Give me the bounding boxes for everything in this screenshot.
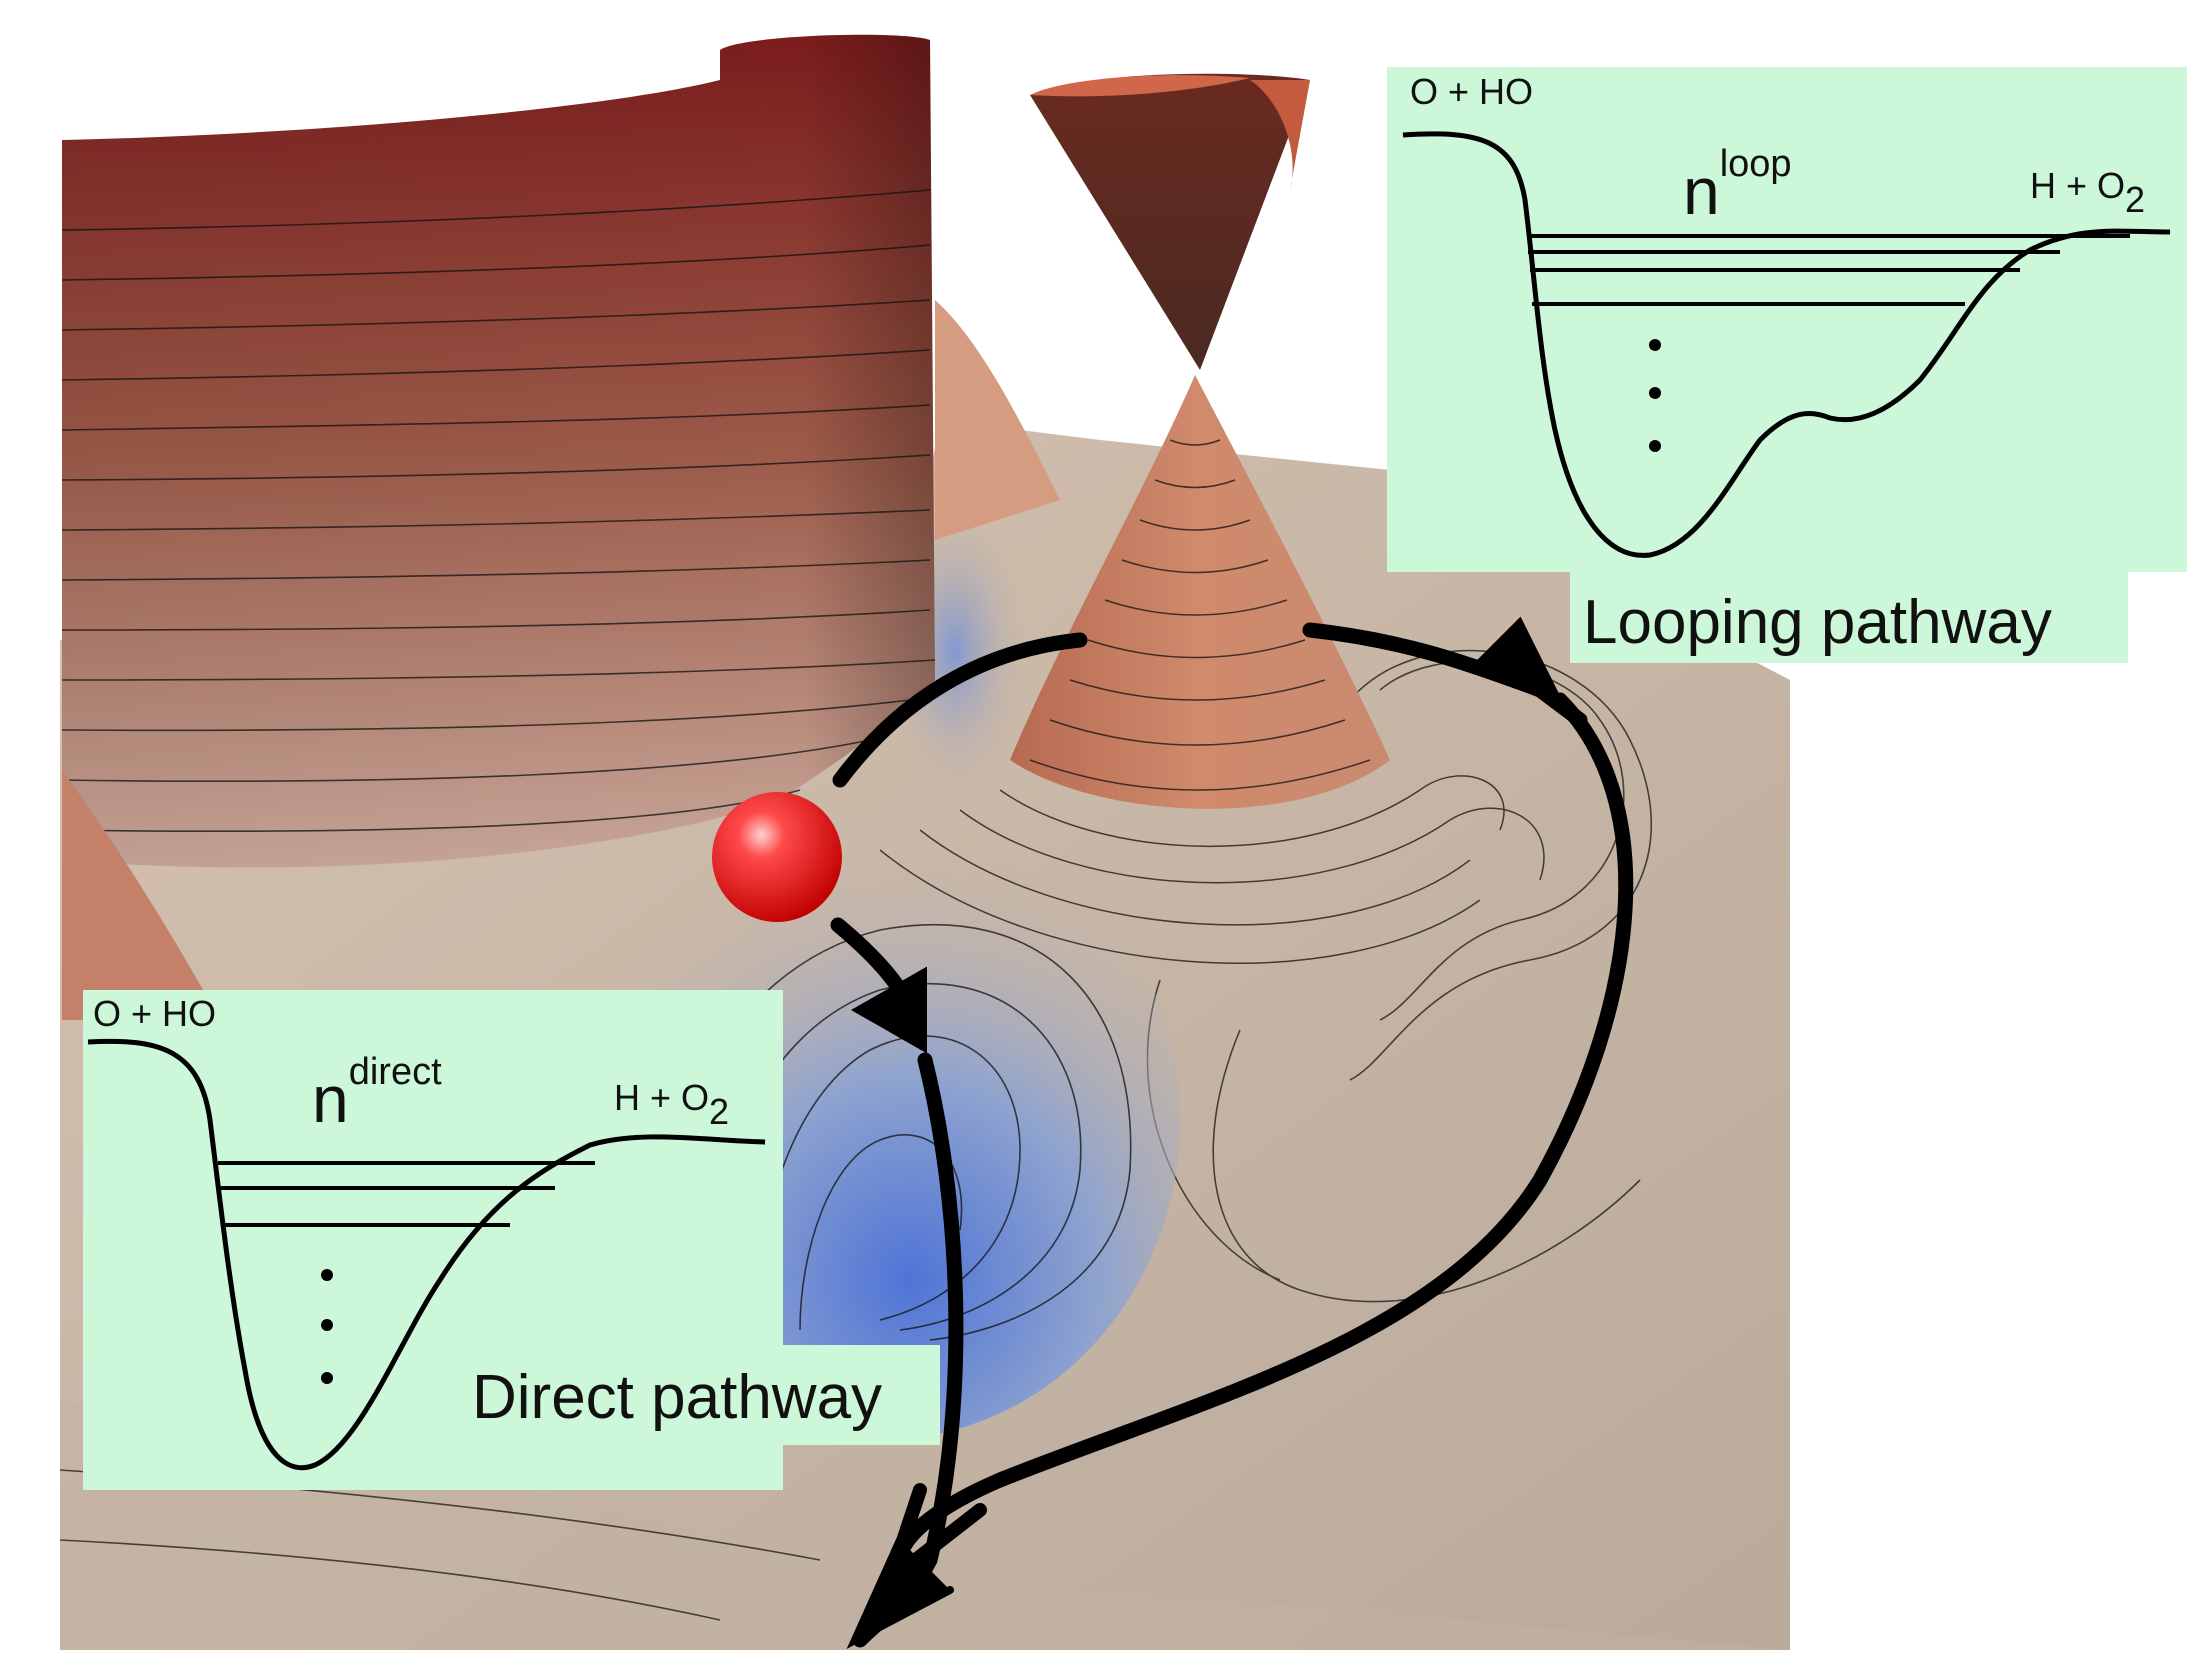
- looping-product-label: H + O2: [2030, 165, 2145, 220]
- looping-pathway-inset: O + HO nloop H + O2 Looping pathway: [1387, 67, 2187, 663]
- wall-contours: [61, 189, 936, 832]
- direct-reactant-label: O + HO: [93, 993, 216, 1034]
- direct-ellipsis-dots: [321, 1269, 333, 1384]
- looping-caption-panel: [1570, 570, 2128, 663]
- direct-potential-curve: [87, 1038, 766, 1471]
- repulsive-wall: [61, 34, 936, 868]
- looping-potential-curve: [1402, 131, 2171, 558]
- direct-level-label: ndirect: [312, 1051, 442, 1136]
- direct-caption: Direct pathway: [472, 1363, 882, 1432]
- inverted-cone: [1030, 73, 1310, 370]
- looping-caption: Looping pathway: [1583, 588, 2052, 657]
- left-cone: [62, 770, 220, 1020]
- looping-inset-panel: [1387, 67, 2187, 572]
- direct-pathway-inset: O + HO ndirect H + O2 Direct pathway: [83, 990, 940, 1490]
- looping-ellipsis-dots: [1649, 339, 1661, 452]
- direct-product-label: H + O2: [614, 1077, 729, 1132]
- direct-energy-levels: [218, 1161, 595, 1227]
- back-cone: [935, 300, 1060, 540]
- direct-pathway-arrow: [830, 917, 964, 1649]
- particle-ball: [712, 792, 842, 922]
- direct-caption-panel: [460, 1345, 940, 1445]
- conical-intersection-cone: [879, 375, 1545, 964]
- looping-energy-levels: [1527, 234, 2130, 306]
- looping-level-label: nloop: [1683, 143, 1792, 228]
- looping-pathway-arrow: [832, 616, 1634, 1600]
- looping-reactant-label: O + HO: [1410, 71, 1533, 112]
